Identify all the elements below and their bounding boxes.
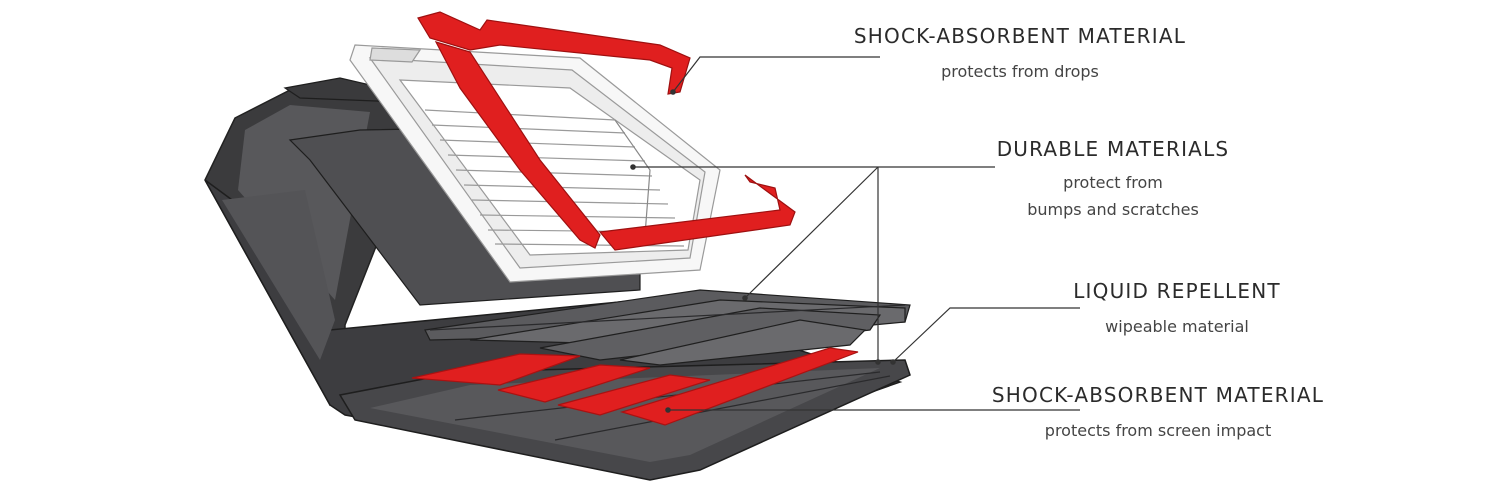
- callout-title: SHOCK-ABSORBENT MATERIAL: [853, 24, 1187, 48]
- callout-durable-materials: DURABLE MATERIALS protect from bumps and…: [963, 137, 1263, 223]
- callout-description-line-1: protect from: [1063, 173, 1163, 192]
- callout-description: protects from screen impact: [1044, 421, 1272, 440]
- leader-line-3: [892, 307, 1080, 363]
- callout-shock-absorbent-screen: SHOCK-ABSORBENT MATERIAL protects from s…: [958, 383, 1358, 444]
- callout-liquid-repellent: LIQUID REPELLENT wipeable material: [1027, 279, 1327, 340]
- callout-title: LIQUID REPELLENT: [1073, 279, 1281, 303]
- callout-description-line-2: bumps and scratches: [1027, 200, 1199, 219]
- leader-line-1: [672, 56, 880, 93]
- callout-description: protect from bumps and scratches: [963, 169, 1263, 223]
- leader-lines: [630, 56, 1080, 413]
- red-bumper: [417, 11, 796, 251]
- callout-shock-absorbent-drops: SHOCK-ABSORBENT MATERIAL protects from d…: [820, 24, 1220, 85]
- callout-title: DURABLE MATERIALS: [996, 137, 1230, 161]
- callout-description: protects from drops: [941, 62, 1099, 81]
- shock-pads: [411, 347, 859, 426]
- callout-description: wipeable material: [1105, 317, 1249, 336]
- callout-title: SHOCK-ABSORBENT MATERIAL: [991, 383, 1325, 407]
- folio-slats: [424, 289, 911, 366]
